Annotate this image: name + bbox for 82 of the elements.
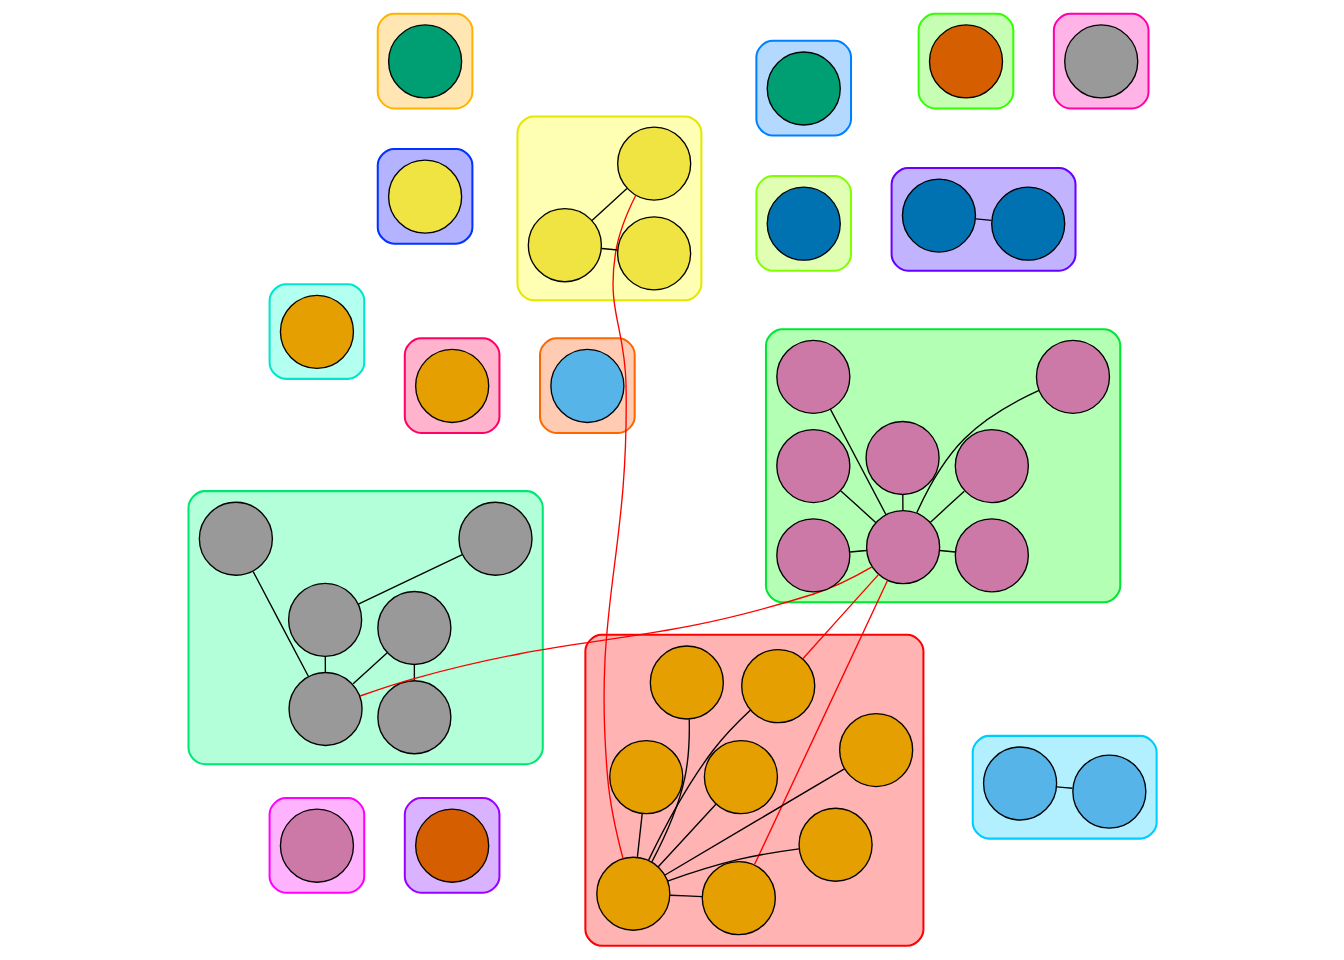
connector — [351, 652, 388, 685]
cluster — [754, 175, 852, 272]
node-circle — [775, 428, 850, 504]
connector — [252, 570, 309, 678]
cluster — [890, 166, 1076, 272]
node-circle — [376, 590, 452, 666]
connector — [650, 718, 690, 863]
connector — [929, 490, 965, 524]
node-circle — [954, 518, 1029, 593]
cluster — [268, 283, 365, 380]
node-circle — [414, 808, 489, 883]
node-circle — [608, 739, 683, 815]
node-circle — [864, 420, 940, 496]
connector — [974, 218, 992, 221]
node-circle — [616, 126, 691, 201]
connector — [901, 494, 904, 512]
node-circle — [549, 348, 625, 424]
node-circle — [901, 178, 976, 253]
connector — [1055, 786, 1073, 789]
node-circle — [740, 648, 815, 724]
node-circle — [1035, 339, 1110, 414]
cluster — [917, 12, 1014, 110]
node-circle — [766, 51, 841, 126]
node-circle — [928, 24, 1003, 99]
node-circle — [954, 428, 1029, 504]
cluster — [764, 328, 1121, 604]
connector — [848, 549, 867, 553]
node-circle — [287, 582, 362, 658]
connector — [600, 247, 618, 251]
node-circle — [1071, 754, 1147, 829]
node-circle — [766, 186, 841, 261]
cluster — [538, 337, 636, 434]
connector — [663, 768, 845, 876]
node-circle — [376, 680, 452, 755]
node-circle — [457, 501, 533, 576]
connector — [839, 490, 876, 524]
node-circle — [414, 348, 489, 424]
node-circle — [775, 339, 850, 414]
connector — [829, 408, 887, 516]
cluster — [1052, 12, 1150, 110]
cluster — [403, 797, 500, 894]
connector — [636, 813, 643, 858]
connector — [669, 894, 703, 898]
node-circle — [279, 808, 354, 883]
node-circle — [387, 159, 462, 234]
connector — [358, 566, 873, 697]
cluster — [187, 490, 544, 766]
node-circle — [387, 24, 462, 99]
cluster — [754, 39, 852, 137]
cluster — [971, 734, 1158, 840]
node-circle — [797, 807, 873, 882]
node-circle — [990, 186, 1065, 261]
node-circle — [279, 294, 354, 370]
cluster — [403, 337, 500, 434]
node-circle — [982, 746, 1057, 821]
node-circle — [287, 671, 363, 747]
connector — [357, 553, 463, 605]
cluster — [268, 797, 365, 894]
node-circle — [775, 518, 850, 593]
node-circle — [1063, 24, 1138, 99]
connector — [647, 709, 751, 861]
connector — [590, 187, 628, 222]
cluster — [376, 12, 473, 110]
node-circle — [838, 712, 913, 788]
cluster — [376, 148, 473, 245]
cluster — [515, 115, 702, 302]
connector — [657, 803, 717, 868]
node-circle — [616, 216, 691, 291]
node-circle — [595, 856, 670, 931]
connector — [915, 389, 1040, 514]
node-circle — [865, 509, 940, 585]
connector — [602, 194, 636, 860]
node-circle — [649, 645, 724, 720]
connector — [801, 573, 879, 660]
node-circle — [198, 501, 273, 576]
node-circle — [701, 860, 776, 936]
connector — [753, 580, 888, 866]
node-circle — [703, 739, 778, 815]
connector — [666, 848, 800, 882]
cluster — [583, 633, 924, 947]
node-circle — [527, 208, 602, 283]
connector — [938, 549, 956, 553]
